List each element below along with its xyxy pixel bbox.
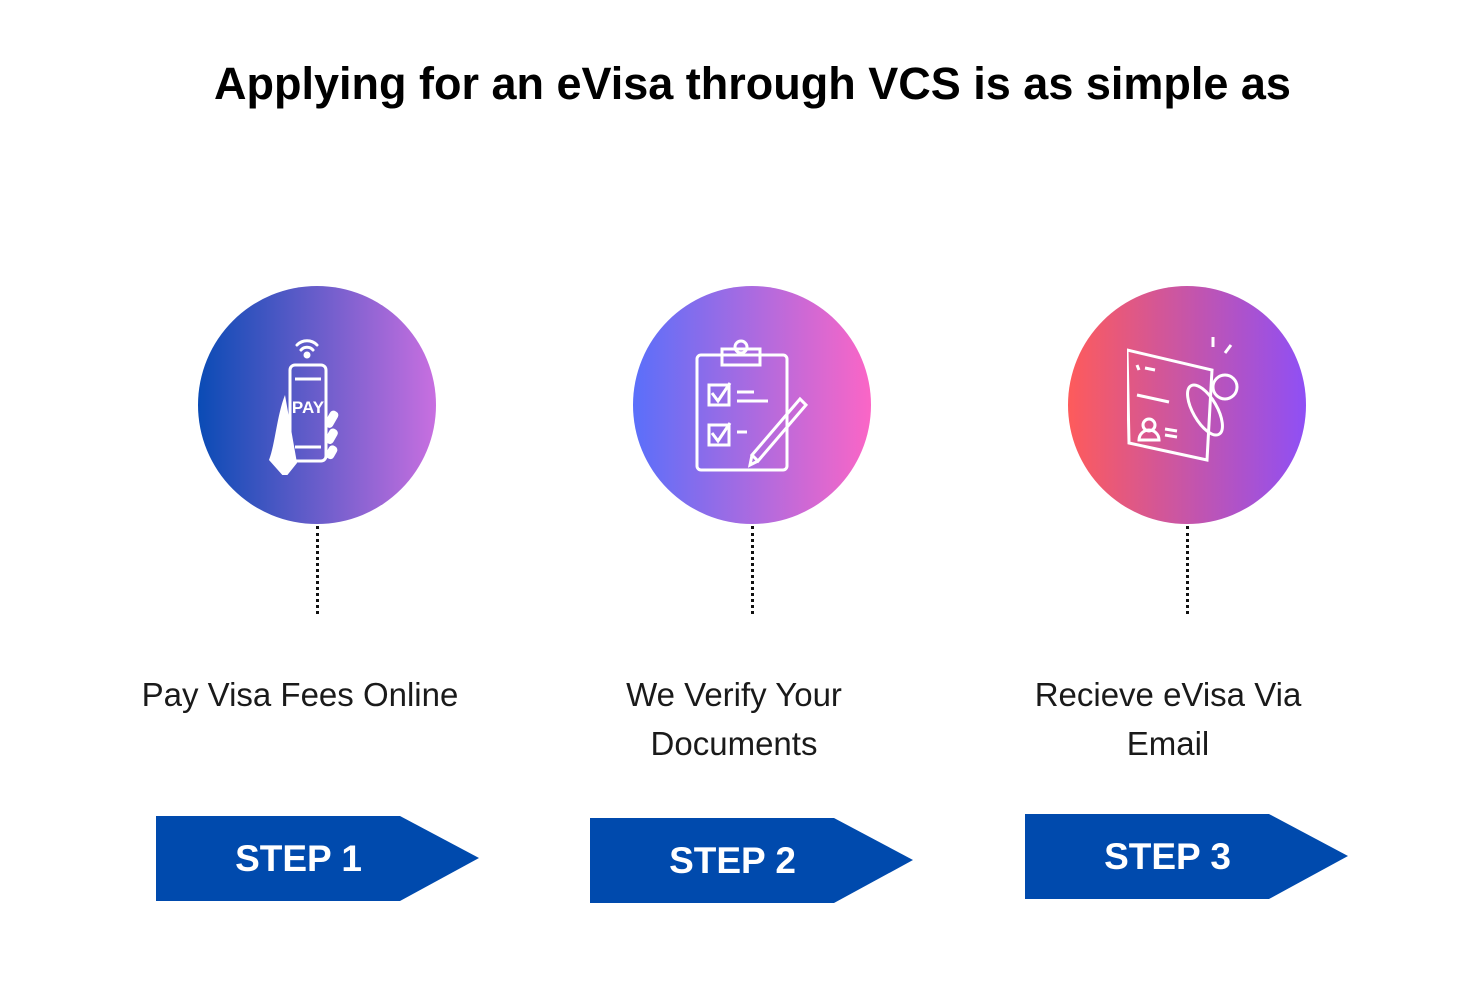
- step-3-circle: [1068, 286, 1306, 524]
- step-1-label: Pay Visa Fees Online: [141, 676, 459, 713]
- step-2-badge: STEP 2: [590, 818, 914, 903]
- step-1-badge: STEP 1: [156, 816, 480, 901]
- arrow-shape: [590, 818, 913, 903]
- svg-text:PAY: PAY: [292, 398, 325, 417]
- step-2-circle: [633, 286, 871, 524]
- phone-pay-icon: PAY: [269, 339, 339, 475]
- step-2-text: STEP 2: [669, 840, 796, 881]
- passport-stamp-icon: [1127, 337, 1239, 462]
- step-3-label: Recieve eVisa Via Email: [1034, 676, 1302, 762]
- step-1-circle: PAY: [198, 286, 436, 524]
- step-3-text: STEP 3: [1104, 836, 1231, 877]
- step-1-text: STEP 1: [235, 838, 362, 879]
- step-1-connector: [316, 526, 319, 614]
- step-2-connector: [751, 526, 754, 614]
- arrow-shape: [156, 816, 479, 901]
- step-2-label: We Verify Your Documents: [626, 676, 842, 762]
- step-3-connector: [1186, 526, 1189, 614]
- arrow-shape: [1025, 814, 1348, 899]
- clipboard-checklist-icon: [695, 339, 809, 472]
- page-title: Applying for an eVisa through VCS is as …: [214, 58, 1291, 109]
- step-3-badge: STEP 3: [1025, 814, 1349, 899]
